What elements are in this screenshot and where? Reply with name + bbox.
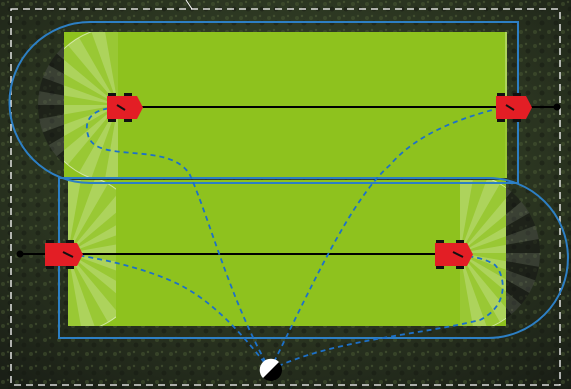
robot-icon <box>45 240 83 269</box>
robot-icon <box>435 240 473 269</box>
robot-icon <box>107 93 143 122</box>
rail-bottom-end <box>17 251 24 258</box>
robot-icon <box>496 93 532 122</box>
charging-station-icon <box>260 359 282 381</box>
rail-top-end <box>554 104 561 111</box>
